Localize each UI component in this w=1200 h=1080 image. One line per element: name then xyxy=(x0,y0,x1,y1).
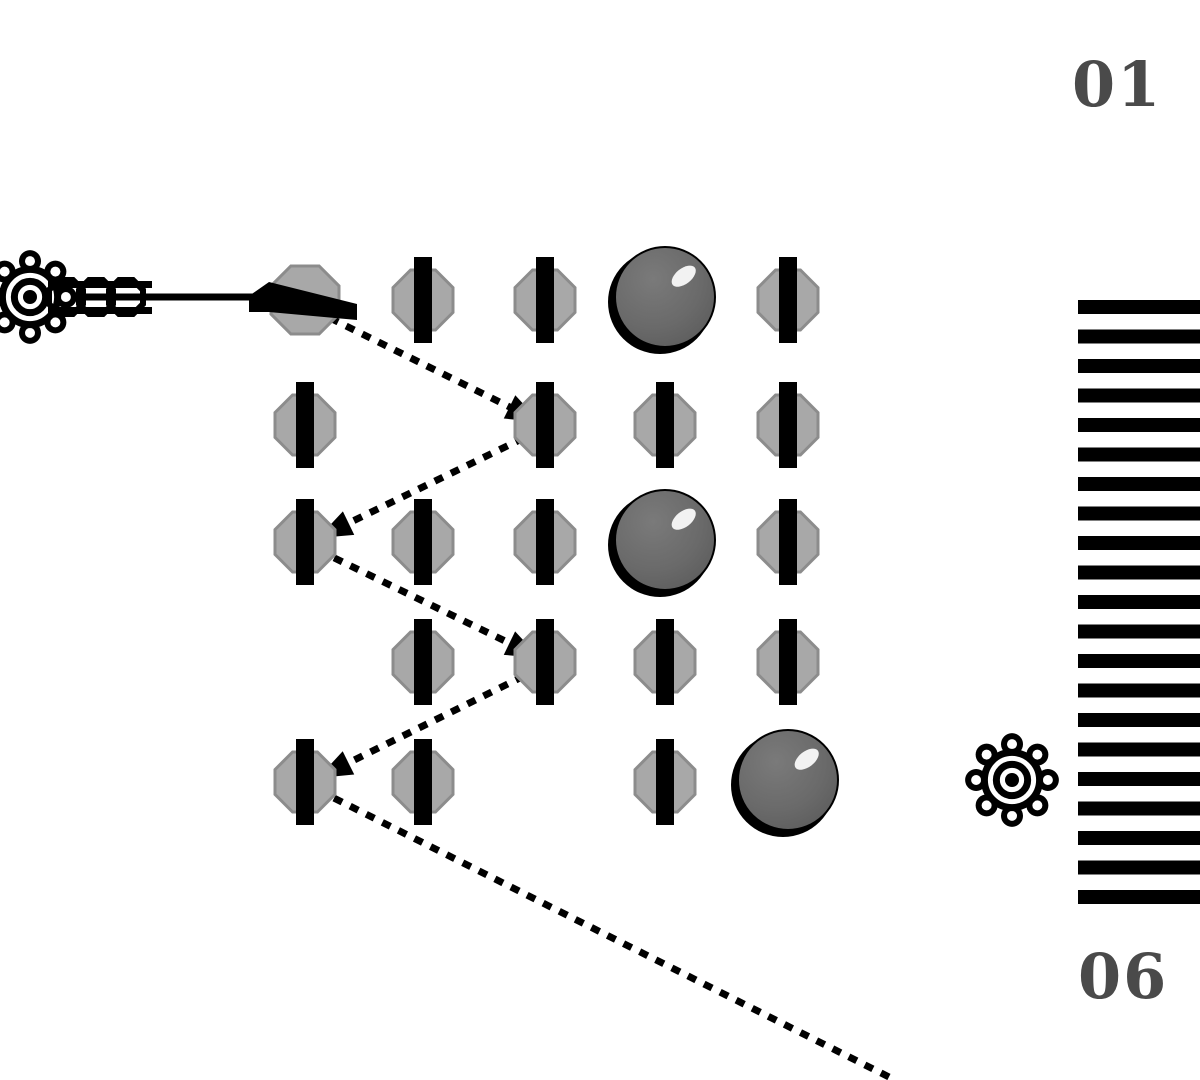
sphere-node[interactable] xyxy=(731,729,839,837)
sphere-node[interactable] xyxy=(608,489,716,597)
bar-node[interactable] xyxy=(633,739,697,825)
scale-bar-stripe xyxy=(1078,565,1200,580)
scale-bar-stripe xyxy=(1078,654,1200,668)
scale-bar-stripe xyxy=(1078,300,1200,314)
bar-node[interactable] xyxy=(633,619,697,705)
scale-bar-stripe xyxy=(1078,447,1200,462)
node-layer xyxy=(0,246,1059,837)
bar-node[interactable] xyxy=(391,499,455,585)
scale-bar-stripe xyxy=(1078,801,1200,816)
scale-bar-layer xyxy=(1078,300,1200,904)
side-rosette-node[interactable] xyxy=(965,733,1059,827)
scale-bar-stripe xyxy=(1078,506,1200,521)
striped-scale-bar[interactable] xyxy=(1078,300,1200,904)
bar-node[interactable] xyxy=(633,382,697,468)
bar-node[interactable] xyxy=(513,619,577,705)
root-node-glyph-cluster xyxy=(46,277,152,317)
bar-node[interactable] xyxy=(756,382,820,468)
scale-bar-stripe xyxy=(1078,329,1200,344)
bar-node[interactable] xyxy=(756,619,820,705)
scale-bar-stripe xyxy=(1078,418,1200,432)
bar-node[interactable] xyxy=(273,382,337,468)
scale-bar-stripe xyxy=(1078,595,1200,609)
bar-node[interactable] xyxy=(756,499,820,585)
scale-bar-stripe xyxy=(1078,742,1200,757)
bar-node[interactable] xyxy=(756,257,820,343)
scale-bar-stripe xyxy=(1078,624,1200,639)
scale-bar-stripe xyxy=(1078,713,1200,727)
scale-label-top: 01 xyxy=(1072,48,1163,121)
scale-bar-stripe xyxy=(1078,772,1200,786)
scale-bar-stripe xyxy=(1078,890,1200,904)
arrow-node[interactable] xyxy=(249,264,357,336)
bar-node[interactable] xyxy=(391,619,455,705)
bar-node[interactable] xyxy=(273,499,337,585)
scale-bar-stripe xyxy=(1078,831,1200,845)
scale-bar-stripe xyxy=(1078,683,1200,698)
bar-node[interactable] xyxy=(513,382,577,468)
scale-label-bottom: 06 xyxy=(1078,940,1169,1013)
bar-node[interactable] xyxy=(513,257,577,343)
scale-bar-stripe xyxy=(1078,536,1200,550)
scale-bar-stripe xyxy=(1078,388,1200,403)
scale-bar-stripe xyxy=(1078,860,1200,875)
bar-node[interactable] xyxy=(391,739,455,825)
scale-bar-stripe xyxy=(1078,477,1200,491)
sphere-node[interactable] xyxy=(608,246,716,354)
bar-node[interactable] xyxy=(391,257,455,343)
dashed-edge-5 xyxy=(316,786,897,1080)
bar-node[interactable] xyxy=(273,739,337,825)
root-rosette-node[interactable] xyxy=(0,250,77,344)
scale-bar-stripe xyxy=(1078,359,1200,373)
bar-node[interactable] xyxy=(513,499,577,585)
dashed-edge-1 xyxy=(328,314,542,426)
